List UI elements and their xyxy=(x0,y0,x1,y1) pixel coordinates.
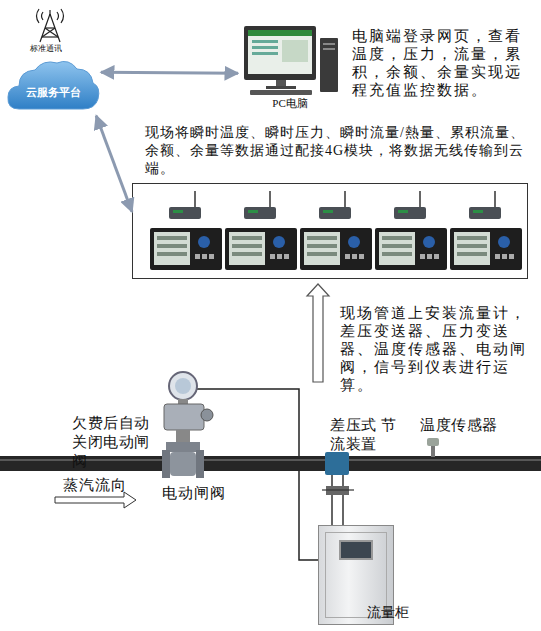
module-part xyxy=(420,254,425,259)
module-part xyxy=(359,254,364,259)
upload-arrow xyxy=(307,284,329,382)
cabinet-panel xyxy=(339,540,373,560)
module-part xyxy=(473,210,483,213)
annotation-text: 差压式 节流装置 xyxy=(330,416,400,454)
module-part xyxy=(457,244,487,248)
module-part xyxy=(419,191,421,208)
steam-direction-arrow xyxy=(55,492,136,508)
cloud-outline xyxy=(8,61,99,109)
annotation-text: 温度传感器 xyxy=(420,416,520,435)
module-part xyxy=(423,236,435,248)
flow-cabinet: 流量柜 xyxy=(318,525,394,625)
module-part xyxy=(202,254,207,259)
module-part xyxy=(209,254,214,259)
field-box: 现场将瞬时温度、瞬时压力、瞬时流量/熱量、累积流量、余额、余量等数据通过配接4G… xyxy=(132,183,528,279)
module-part xyxy=(232,236,262,240)
orifice-device xyxy=(322,452,354,525)
module-part xyxy=(495,254,500,259)
module-part xyxy=(307,236,337,240)
module-part xyxy=(319,207,351,219)
module-part xyxy=(169,207,201,219)
module-part xyxy=(469,207,501,219)
pc-illustration xyxy=(244,26,338,95)
module-part xyxy=(248,210,258,213)
module-part xyxy=(509,254,514,259)
module-part xyxy=(450,228,522,270)
module-part xyxy=(269,191,271,208)
node-text: 云服务平台 xyxy=(5,85,101,100)
node-text: 流量柜 xyxy=(367,604,427,622)
module-part xyxy=(277,254,282,259)
annotation-text: 标准通讯 xyxy=(30,44,74,54)
module-part xyxy=(194,191,196,208)
module-part xyxy=(348,236,360,248)
module-part xyxy=(244,207,276,219)
module-part xyxy=(394,207,426,219)
module-part xyxy=(232,252,262,256)
module-part xyxy=(304,232,340,265)
module-part xyxy=(150,228,222,270)
cloud-platform: 云服务平台 xyxy=(5,55,101,117)
annotation-text: 电脑端登录网页，查看温度，压力，流量，累积，余额、余量实现远程充值监控数据。 xyxy=(352,27,534,99)
module-part xyxy=(494,191,496,208)
double-arrow-connector xyxy=(96,116,132,212)
module-part xyxy=(457,236,487,240)
module-part xyxy=(502,254,507,259)
annotation-text: 蒸汽流向 xyxy=(63,476,153,495)
pc-node: PC电脑 xyxy=(238,22,342,112)
annotation-text: 欠费后自动 关闭电动闸阀 xyxy=(72,414,156,471)
module-part xyxy=(307,252,337,256)
annotation-text: 电动闸阀 xyxy=(162,484,252,503)
module-part xyxy=(195,254,200,259)
module-part xyxy=(344,191,346,208)
module-part xyxy=(225,228,297,270)
module-part xyxy=(284,254,289,259)
module-part xyxy=(352,254,357,259)
module-part xyxy=(173,210,183,213)
module-part xyxy=(154,232,190,265)
signal-wire xyxy=(197,389,318,560)
module-part xyxy=(157,244,187,248)
module-part xyxy=(382,252,412,256)
module-part xyxy=(375,228,447,270)
module-part xyxy=(323,210,333,213)
electric-valve xyxy=(162,372,213,478)
field-instruments xyxy=(150,191,522,270)
module-part xyxy=(379,232,415,265)
tower-icon xyxy=(37,9,64,42)
module-part xyxy=(498,236,510,248)
double-arrow-connector xyxy=(101,71,238,75)
module-part xyxy=(198,236,210,248)
module-part xyxy=(273,236,285,248)
module-part xyxy=(454,232,490,265)
module-part xyxy=(229,232,265,265)
module-part xyxy=(398,210,408,213)
temperature-sensor xyxy=(427,438,439,457)
module-part xyxy=(270,254,275,259)
module-part xyxy=(457,252,487,256)
module-part xyxy=(232,244,262,248)
module-part xyxy=(434,254,439,259)
module-part xyxy=(382,236,412,240)
module-part xyxy=(157,236,187,240)
module-part xyxy=(157,252,187,256)
node-text: PC电脑 xyxy=(238,96,342,111)
module-part xyxy=(427,254,432,259)
module-part xyxy=(345,254,350,259)
module-part xyxy=(382,244,412,248)
node-text: 现场将瞬时温度、瞬时压力、瞬时流量/熱量、累积流量、余额、余量等数据通过配接4G… xyxy=(145,124,527,178)
module-part xyxy=(307,244,337,248)
module-part xyxy=(300,228,372,270)
annotation-text: 现场管道上安装流量计，差压变送器、压力变送器、温度传感器、电动闸阀，信号到仪表进… xyxy=(340,304,534,394)
